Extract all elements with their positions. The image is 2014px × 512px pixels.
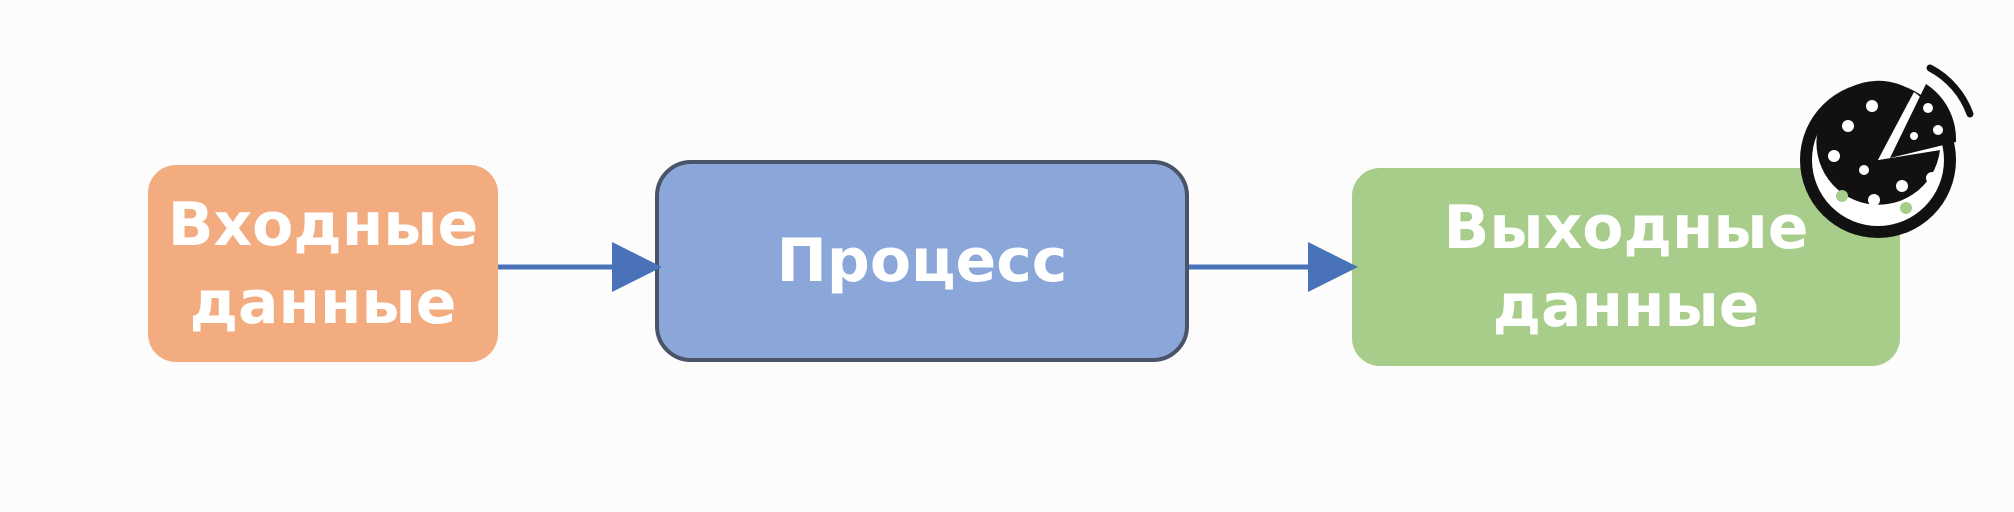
node-process-label: Процесс xyxy=(776,226,1068,296)
node-input-data[interactable]: Входные данные xyxy=(148,165,498,362)
node-input-label: Входные данные xyxy=(167,189,479,338)
node-output-data[interactable]: Выходные данные xyxy=(1352,168,1900,366)
pizza-icon xyxy=(1790,58,1980,248)
node-output-label: Выходные данные xyxy=(1443,193,1809,341)
node-process[interactable]: Процесс xyxy=(655,160,1189,362)
